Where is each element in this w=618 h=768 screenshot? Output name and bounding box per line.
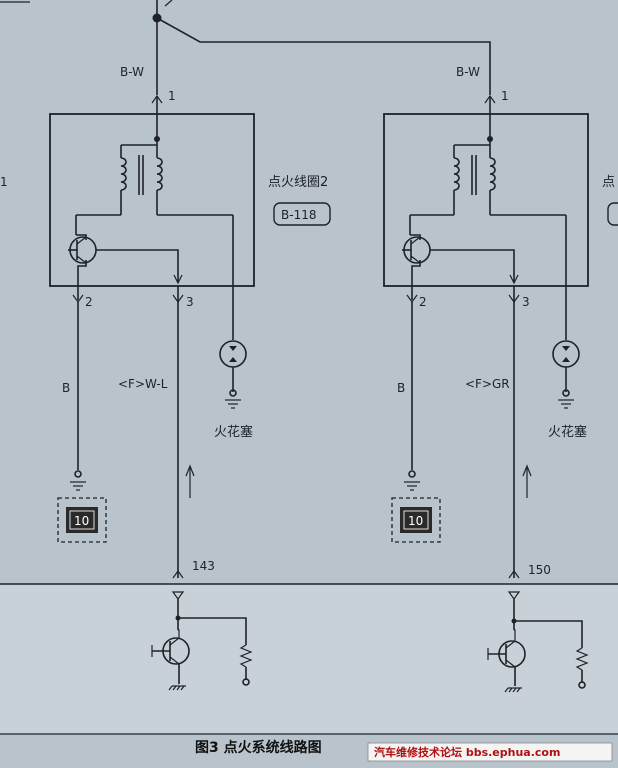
left-spark-plug-icon [219,340,247,409]
left-coil-box [49,113,255,287]
right-ignition-circuit: B-W 1 2 3 B <F>G [383,65,589,579]
left-coil-code: B-118 [281,208,316,222]
right-ground-id: 10 [408,514,423,528]
right-ecu-driver [487,591,589,693]
right-wire-pin3-label: <F>GR [465,377,510,391]
left-ecu-driver [151,591,253,691]
left-coil-name: 点火线圈2 [268,175,328,190]
right-coil-name-partial: 点 [602,175,615,190]
watermark-text: 汽车维修技术论坛 bbs.ephua.com [374,745,560,759]
right-pin-3: 3 [522,295,530,309]
ecu-panel [0,584,618,734]
right-coil-box [383,113,589,287]
right-wire-top-label: B-W [456,65,480,79]
left-spark-plug-label: 火花塞 [214,424,253,440]
right-wire-pin2-label: B [397,381,405,395]
left-pin-2: 2 [85,295,93,309]
left-ground-icon [57,470,107,543]
right-coil-code-frame [607,202,618,226]
right-ground-icon [391,470,441,543]
left-ground-id: 10 [74,514,89,528]
left-pin-top: 1 [168,89,176,103]
left-pin-3: 3 [186,295,194,309]
left-wire-pin3-label: <F>W-L [118,377,168,391]
left-wire-top-label: B-W [120,65,144,79]
right-spark-plug-label: 火花塞 [548,424,587,440]
right-pin-2: 2 [419,295,427,309]
left-coil-code-frame [273,202,331,226]
left-ignition-circuit: B-W 1 2 3 [49,65,255,579]
power-feed [0,0,491,95]
left-edge-mark: 1 [0,175,8,189]
right-pin-top: 1 [501,89,509,103]
left-ecu-pin: 143 [192,559,215,573]
watermark-box [367,742,613,762]
right-spark-plug-icon [552,340,580,409]
left-wire-pin2-label: B [62,381,70,395]
right-ecu-pin: 150 [528,563,551,577]
figure-caption: 图3 点火系统线路图 [195,739,322,756]
